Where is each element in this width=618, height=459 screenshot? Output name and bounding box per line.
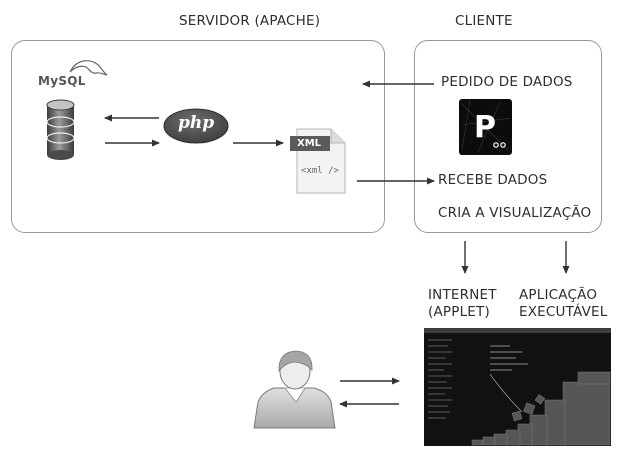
xml-file-icon — [290, 128, 346, 194]
server-title: SERVIDOR (APACHE) — [179, 13, 321, 29]
create-visualization-label: CRIA A VISUALIZAÇÃO — [438, 205, 592, 221]
php-logo-text: php — [178, 113, 215, 133]
server-box — [11, 40, 385, 233]
mysql-dolphin-icon — [69, 60, 108, 76]
executable-label-line2: EXECUTÁVEL — [519, 304, 608, 320]
data-request-label: PEDIDO DE DADOS — [441, 74, 573, 90]
executable-label-line1: APLICAÇÃO — [519, 287, 598, 303]
mysql-logo-text: MySQL — [38, 74, 86, 88]
client-title: CLIENTE — [455, 13, 513, 29]
xml-code-text: <xml /> — [301, 166, 339, 176]
processing-logo-icon — [459, 99, 512, 155]
xml-tag-text: XML — [297, 138, 322, 149]
processing-letter: P — [474, 110, 496, 145]
arrows — [104, 80, 570, 408]
internet-label-line1: INTERNET — [428, 287, 497, 303]
visualization-screenshot — [424, 328, 611, 446]
internet-label-line2: (APPLET) — [428, 304, 490, 320]
database-icon — [46, 99, 75, 160]
php-logo-icon — [163, 108, 229, 144]
data-receive-label: RECEBE DADOS — [438, 172, 548, 188]
user-icon — [253, 350, 336, 429]
client-box — [414, 40, 602, 233]
